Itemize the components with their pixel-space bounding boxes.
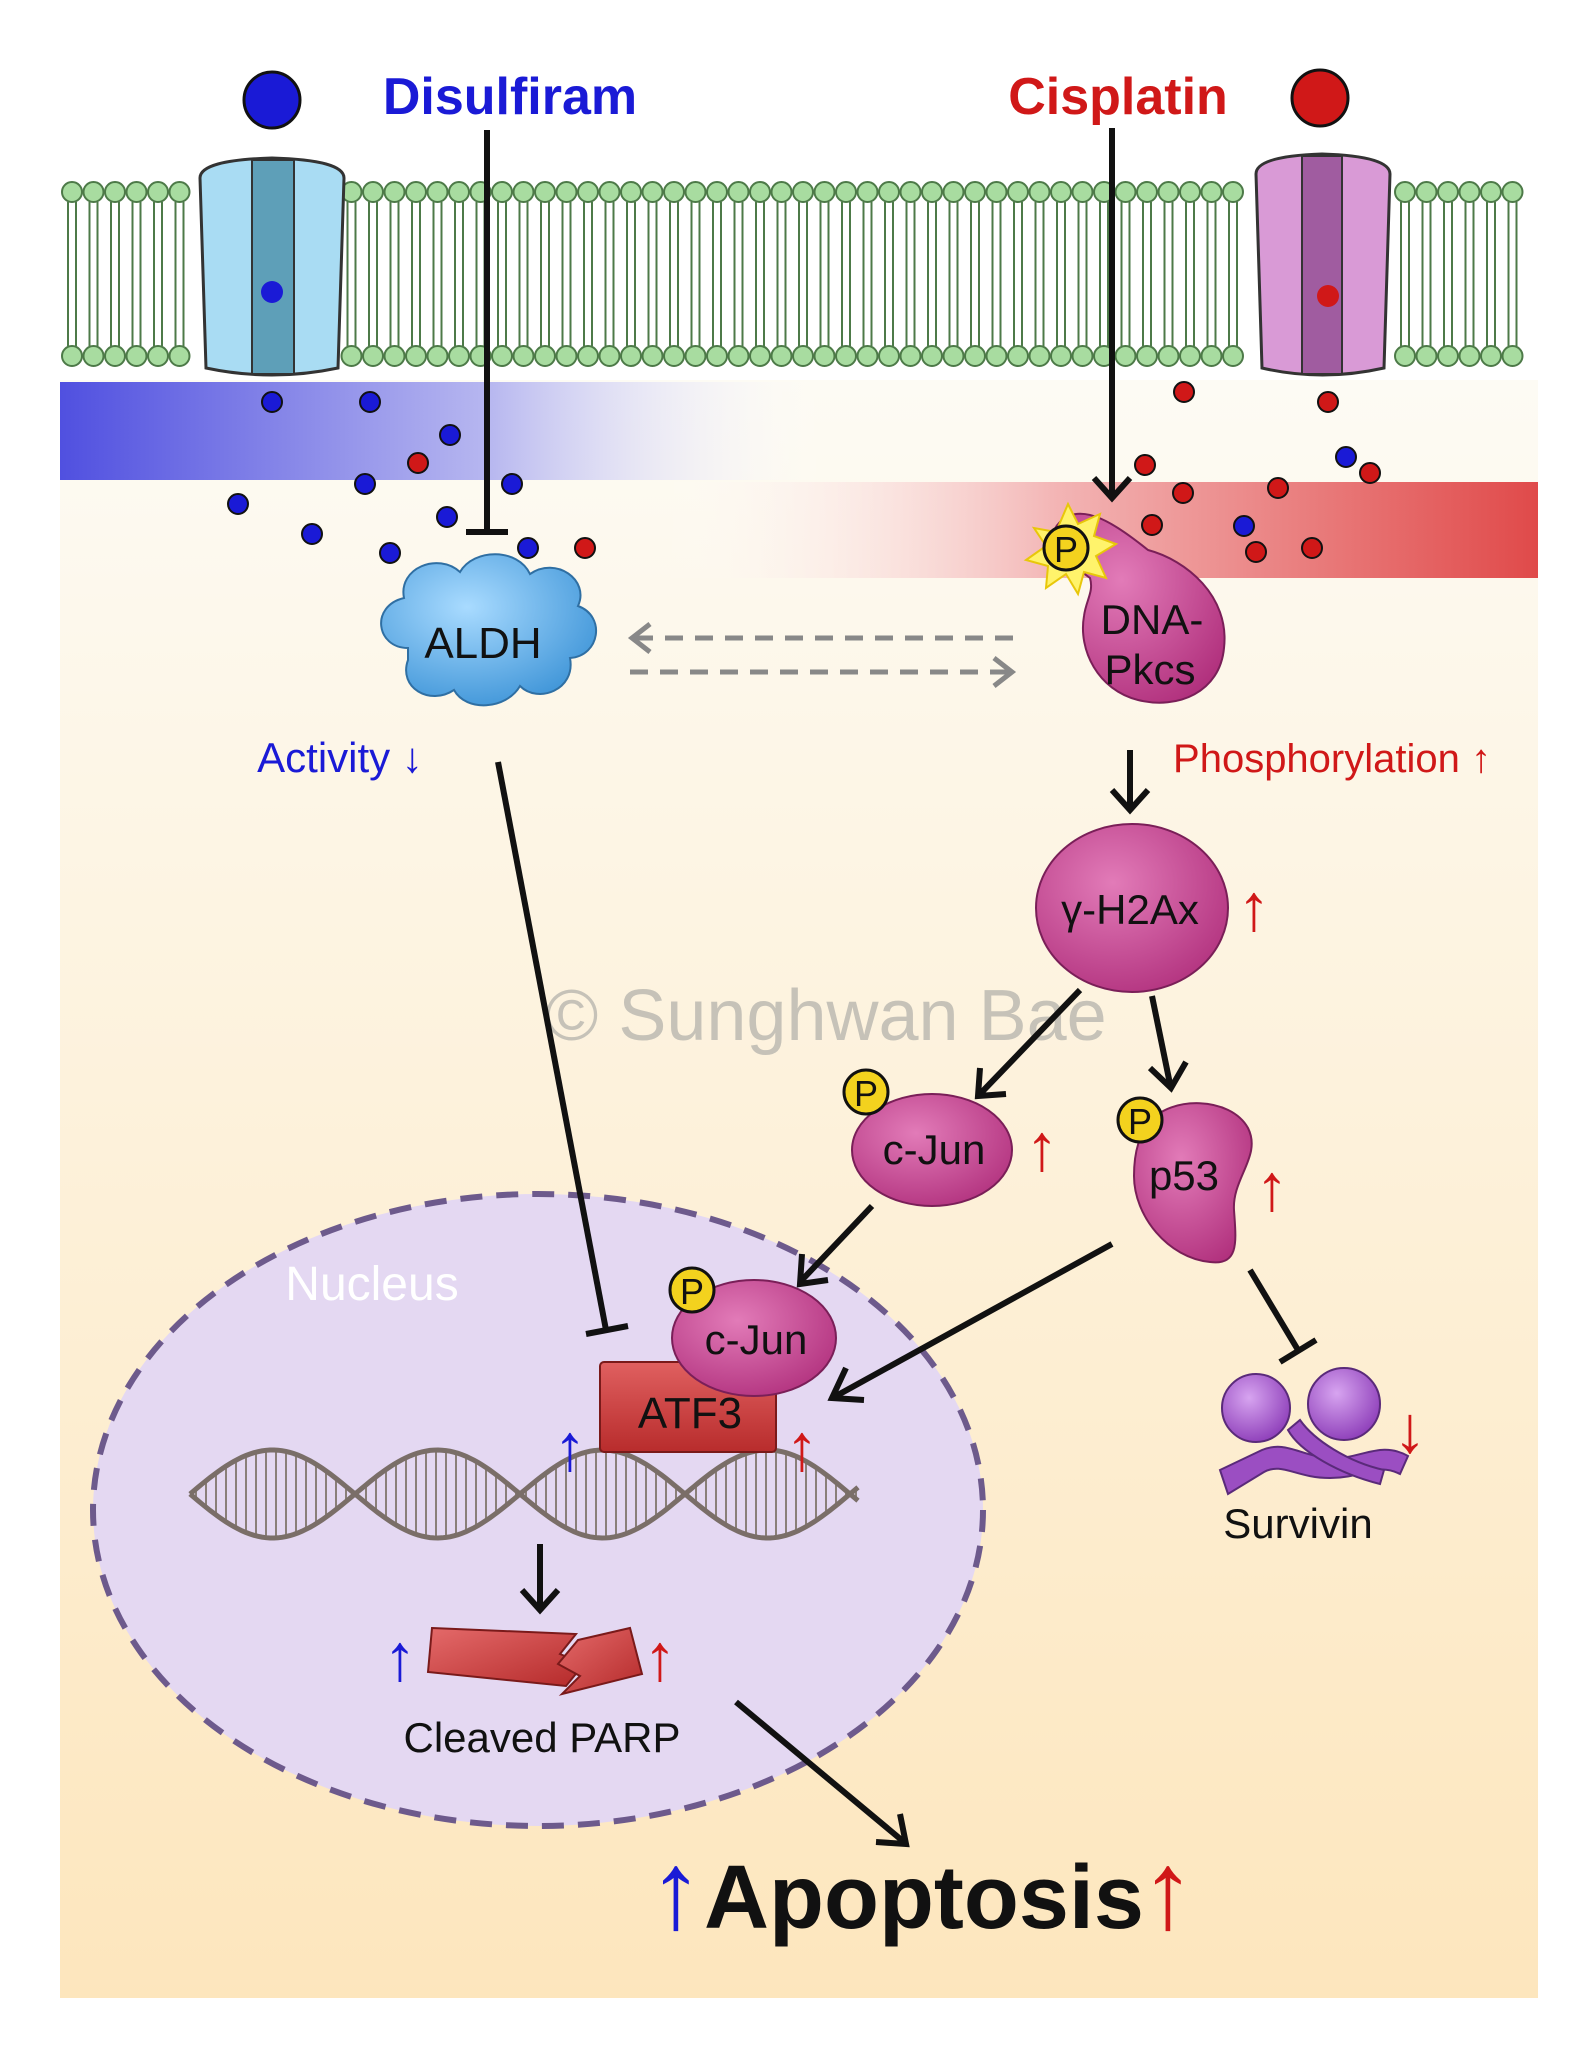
p53-phospho-icon: [1116, 1096, 1164, 1144]
disulfiram-molecule-icon: [242, 70, 302, 130]
dnapk-label-line1: DNA-: [1101, 596, 1204, 643]
apoptosis-label: Apoptosis: [704, 1848, 1144, 1948]
cleaved-parp-node: Cleaved PARP: [403, 1626, 681, 1761]
p53-survivin-inhibition-bar: [1278, 1337, 1318, 1365]
parp-up-arrow-blue: ↑: [384, 1620, 417, 1694]
aldh-label: ALDH: [424, 619, 541, 668]
cleaved-parp-label: Cleaved PARP: [403, 1714, 680, 1761]
atf3-up-arrow-blue: ↑: [554, 1410, 587, 1484]
h2ax-node: γ-H2Ax: [1035, 823, 1229, 993]
disulfiram-transporter: [198, 156, 346, 377]
aldh-node: ALDH: [380, 553, 598, 707]
aldh-atf3-inhibition-line: [495, 761, 609, 1331]
p53-node: p53 P: [1116, 1096, 1253, 1264]
apoptosis-up-arrow-blue: ↑: [649, 1829, 704, 1952]
parp-to-apoptosis-arrow: [734, 1699, 906, 1845]
cjun-nucleus-label: c-Jun: [705, 1316, 808, 1363]
atf3-label: ATF3: [638, 1389, 742, 1438]
dnapk-label-line2: Pkcs: [1104, 646, 1195, 693]
p53-up-arrow: ↑: [1256, 1150, 1289, 1224]
survivin-node: Survivin: [1218, 1367, 1410, 1547]
cisplatin-transporter: [1254, 152, 1392, 377]
p53-survivin-inhibition-line: [1247, 1268, 1301, 1352]
parp-up-arrow-red: ↑: [644, 1620, 677, 1694]
cell-membrane: [61, 181, 1524, 367]
disulfiram-gradient-band: [60, 382, 1020, 480]
dna-helix: [188, 1447, 860, 1541]
survivin-down-arrow: ↓: [1394, 1392, 1427, 1466]
h2ax-to-p53-arrow: [1149, 995, 1173, 1085]
dnapk-phospho-burst-icon: P: [1023, 501, 1119, 597]
dnapk-phospho-label: P: [1054, 529, 1078, 570]
svg-text:P: P: [854, 1073, 878, 1114]
cjun-nucleus-phospho-icon: [668, 1266, 716, 1314]
h2ax-to-cjun-arrow: [977, 987, 1083, 1097]
cjun-nucleus-node: c-Jun P: [668, 1266, 837, 1397]
drug-dots: [227, 381, 1381, 564]
dnapk-phosphorylation-annotation: Phosphorylation ↑: [1173, 737, 1491, 781]
survivin-label: Survivin: [1223, 1500, 1372, 1547]
cjun-phospho-icon: [842, 1068, 890, 1116]
cjun-cytoplasm-node: c-Jun P: [842, 1068, 1013, 1207]
cjun-to-nuclear-cjun-arrow: [799, 1203, 875, 1283]
cisplatin-label: Cisplatin: [1008, 68, 1228, 126]
svg-text:P: P: [1128, 1101, 1152, 1142]
apoptosis-up-arrow-red: ↑: [1141, 1829, 1196, 1952]
h2ax-up-arrow: ↑: [1238, 870, 1271, 944]
cisplatin-molecule-icon: [1290, 68, 1350, 128]
p53-to-atf3-arrow: [834, 1241, 1114, 1399]
p53-label: p53: [1149, 1152, 1219, 1199]
h2ax-label: γ-H2Ax: [1061, 886, 1199, 933]
atf3-up-arrow-red: ↑: [786, 1410, 819, 1484]
aldh-activity-annotation: Activity ↓: [257, 734, 423, 781]
cjun-cytoplasm-label: c-Jun: [883, 1126, 986, 1173]
svg-text:P: P: [680, 1271, 704, 1312]
aldh-atf3-inhibition-bar: [585, 1323, 629, 1337]
disulfiram-label: Disulfiram: [383, 68, 637, 126]
cjun-up-arrow: ↑: [1026, 1110, 1059, 1184]
watermark: © Sunghwan Bae: [545, 976, 1106, 1056]
nucleus-label: Nucleus: [285, 1258, 458, 1311]
